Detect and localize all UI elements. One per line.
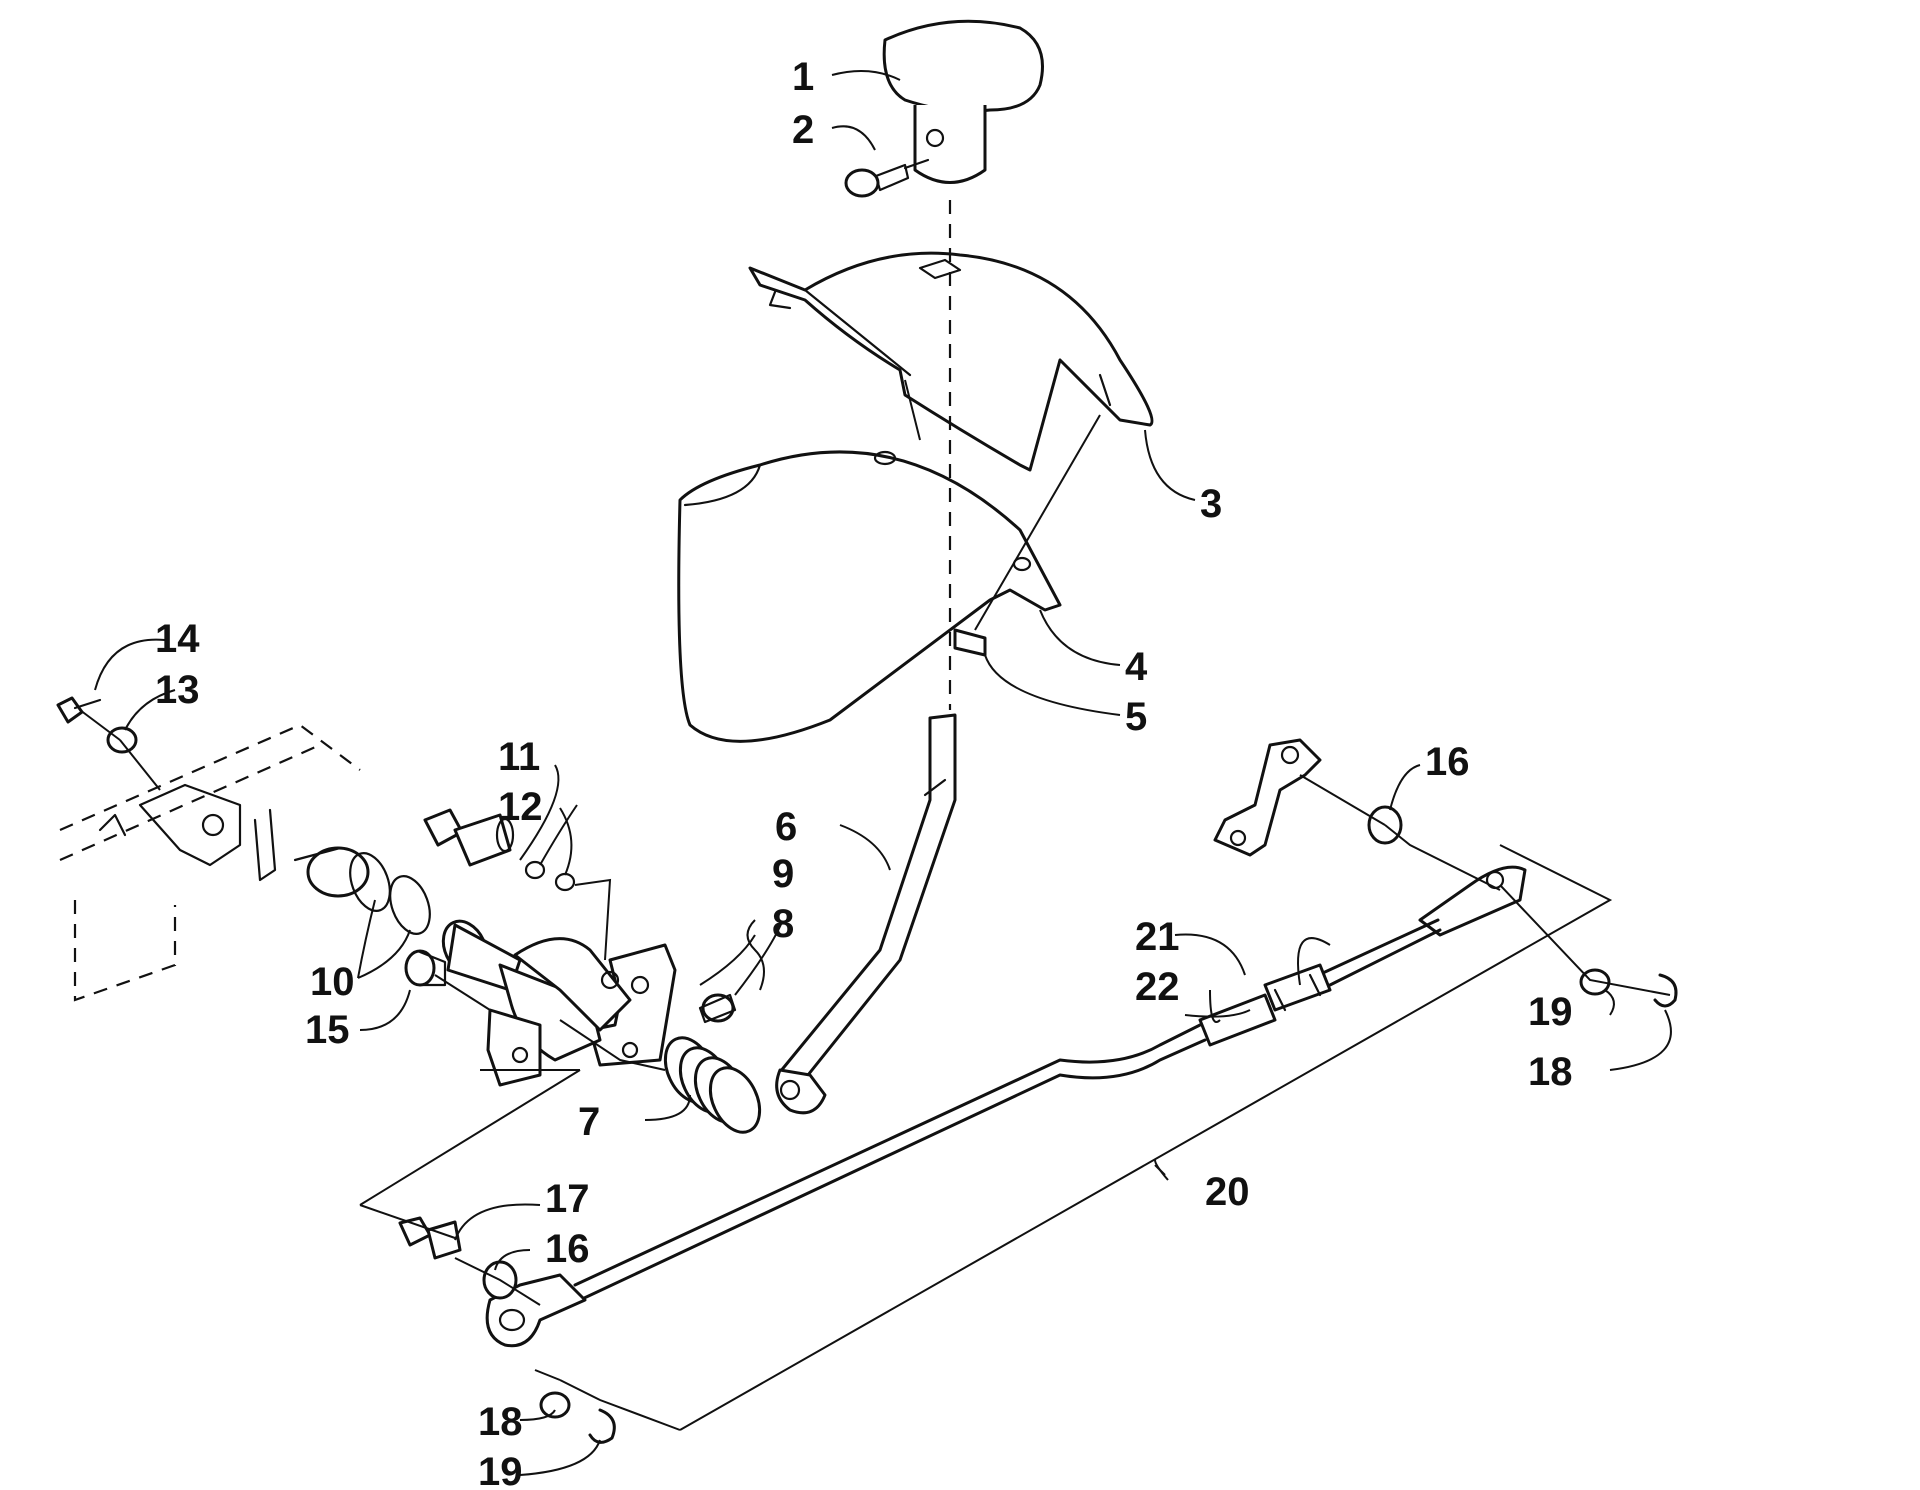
callout-4: 4 xyxy=(1125,645,1148,689)
washer-lower xyxy=(539,1391,571,1419)
shift-rod xyxy=(485,865,1527,1348)
frame-section xyxy=(59,723,370,1002)
e-clip-right xyxy=(1653,973,1678,1008)
callout-16-upper: 16 xyxy=(1425,740,1470,784)
callout-13: 13 xyxy=(155,668,200,712)
callout-16-lower: 16 xyxy=(545,1227,590,1271)
shift-shaft xyxy=(441,919,632,1087)
spring xyxy=(663,1036,762,1134)
bolt xyxy=(56,696,102,724)
washers xyxy=(524,860,576,892)
callout-10: 10 xyxy=(310,960,355,1004)
callout-15: 15 xyxy=(305,1008,350,1052)
shift-knob xyxy=(882,19,1044,184)
callout-22: 22 xyxy=(1135,965,1180,1009)
callout-7: 7 xyxy=(578,1100,600,1144)
callout-20: 20 xyxy=(1205,1170,1250,1214)
vent-fitting xyxy=(423,808,515,867)
callout-3: 3 xyxy=(1200,482,1222,526)
callout-21: 21 xyxy=(1135,915,1180,959)
clip xyxy=(953,628,987,657)
nut xyxy=(698,993,737,1024)
callout-5: 5 xyxy=(1125,695,1147,739)
selector-arm xyxy=(1213,738,1322,857)
flat-washer xyxy=(106,726,138,754)
upper-boot xyxy=(748,251,1154,472)
callout-8: 8 xyxy=(772,902,794,946)
pivot-pin xyxy=(398,1216,462,1260)
callout-2: 2 xyxy=(792,108,814,152)
callout-12: 12 xyxy=(498,785,543,829)
callout-14: 14 xyxy=(155,617,200,661)
shift-lever xyxy=(775,713,957,1115)
callout-19-lower: 19 xyxy=(478,1450,523,1490)
knob-screw xyxy=(844,158,930,198)
callout-18-right: 18 xyxy=(1528,1050,1573,1094)
callout-18-lower: 18 xyxy=(478,1400,523,1444)
leader-lines xyxy=(94,70,1672,1476)
lower-boot-panel xyxy=(677,450,1062,743)
callout-19-right: 19 xyxy=(1528,990,1573,1034)
callout-1: 1 xyxy=(792,55,814,99)
callout-labels: 1 2 3 4 5 6 7 8 9 10 11 12 13 14 15 16 1… xyxy=(155,55,1573,1490)
assembly-lines xyxy=(79,379,1671,1431)
washer-right xyxy=(1579,968,1611,996)
callout-9: 9 xyxy=(772,852,794,896)
o-rings xyxy=(349,852,431,935)
bushing xyxy=(404,949,447,987)
callout-11: 11 xyxy=(498,735,540,779)
e-clip-lower xyxy=(588,1408,616,1444)
callout-17: 17 xyxy=(545,1177,590,1221)
callout-6: 6 xyxy=(775,805,797,849)
